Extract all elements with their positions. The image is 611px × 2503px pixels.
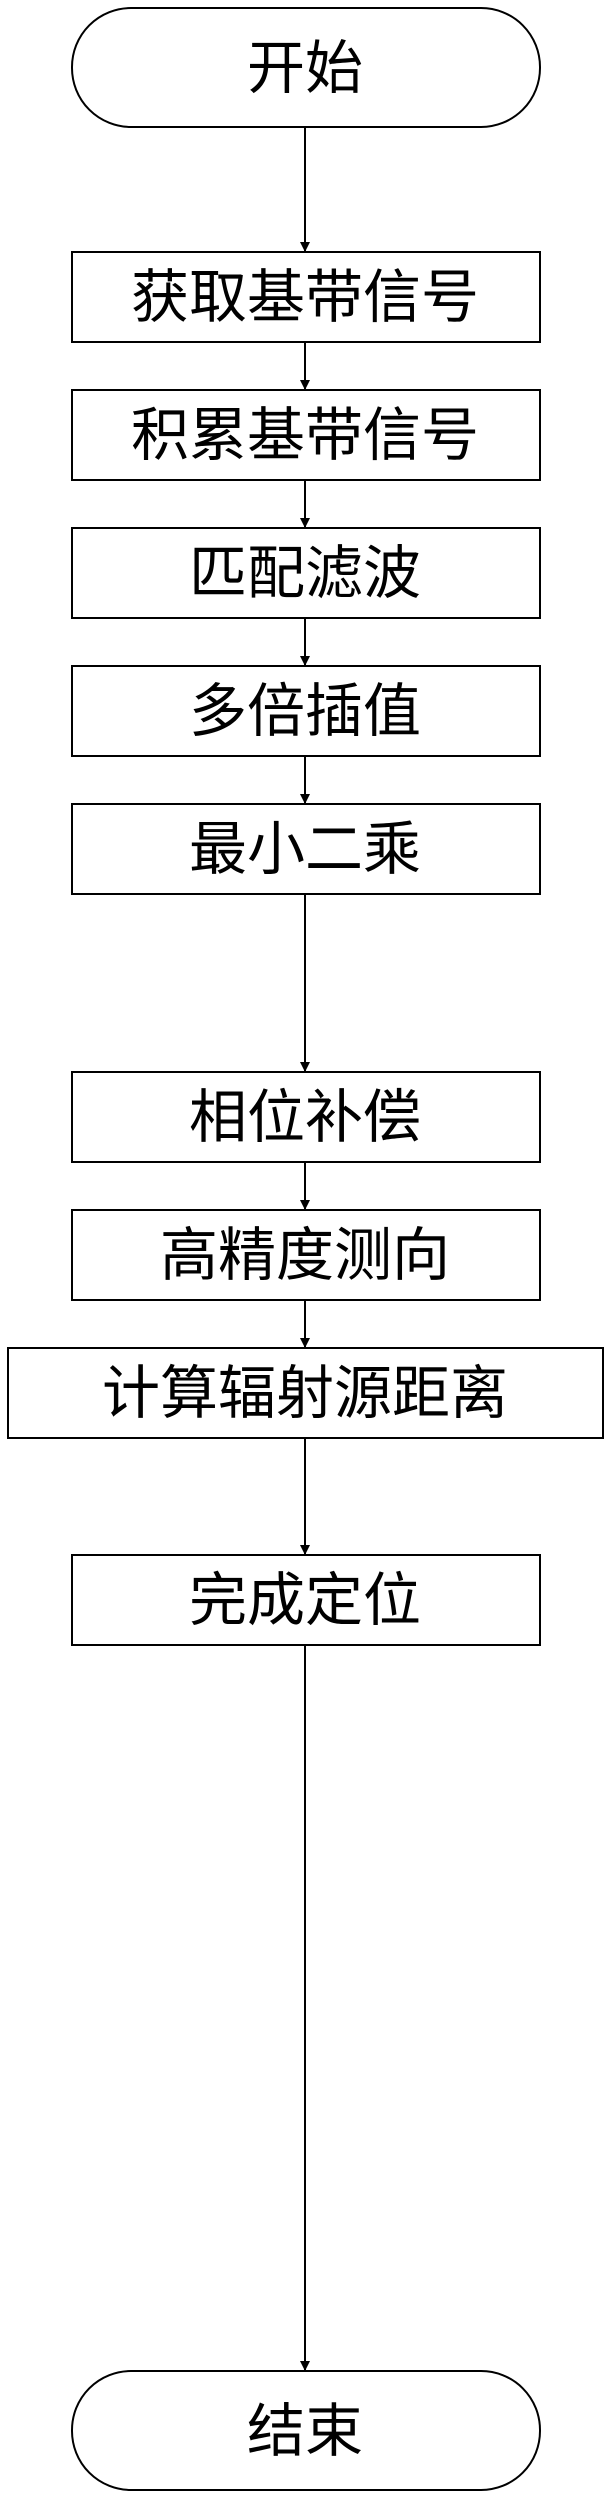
start-terminator-shape — [71, 7, 541, 128]
step-label: 最小二乘 — [189, 815, 421, 883]
process-step-4: 多倍插值 — [71, 665, 541, 757]
process-box — [71, 665, 541, 757]
step-label: 完成定位 — [189, 1566, 421, 1634]
step-label: 获取基带信号 — [131, 263, 479, 331]
process-box — [71, 1071, 541, 1163]
start-terminator: 开始 — [71, 7, 541, 128]
process-step-3: 匹配滤波 — [71, 527, 541, 619]
step-label: 高精度测向 — [160, 1221, 450, 1289]
process-step-5: 最小二乘 — [71, 803, 541, 895]
step-label: 匹配滤波 — [189, 539, 421, 607]
process-step-1: 获取基带信号 — [71, 251, 541, 343]
process-step-2: 积累基带信号 — [71, 389, 541, 481]
step-label: 多倍插值 — [189, 677, 421, 745]
process-step-7: 高精度测向 — [71, 1209, 541, 1301]
process-box — [71, 389, 541, 481]
step-label: 相位补偿 — [189, 1083, 421, 1151]
process-box — [71, 1209, 541, 1301]
step-label: 计算辐射源距离 — [102, 1359, 508, 1427]
process-step-9: 完成定位 — [71, 1554, 541, 1646]
end-terminator: 结束 — [71, 2370, 541, 2491]
start-label: 开始 — [247, 34, 363, 102]
end-label: 结束 — [247, 2397, 363, 2465]
process-box — [7, 1347, 604, 1439]
process-step-6: 相位补偿 — [71, 1071, 541, 1163]
process-box — [71, 527, 541, 619]
process-box — [71, 251, 541, 343]
process-box — [71, 1554, 541, 1646]
step-label: 积累基带信号 — [131, 401, 479, 469]
process-step-8: 计算辐射源距离 — [7, 1347, 604, 1439]
process-box — [71, 803, 541, 895]
end-terminator-shape — [71, 2370, 541, 2491]
